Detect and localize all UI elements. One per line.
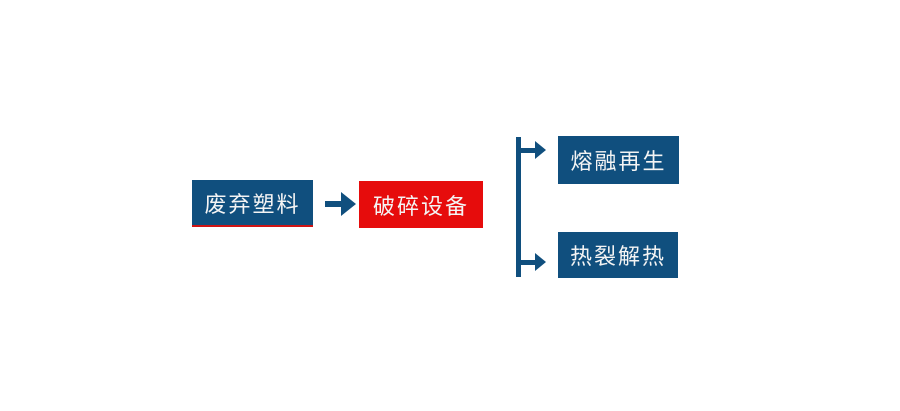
node-waste-plastic-label: 废弃塑料: [204, 191, 301, 217]
node-melt-regeneration: 熔融再生: [558, 136, 679, 184]
arrow-right-icon: [341, 192, 356, 216]
branch-arrow-top-icon: [535, 141, 546, 159]
branch-arrow-bottom-icon: [535, 253, 546, 271]
node-waste-plastic: 废弃塑料: [192, 180, 313, 227]
node-pyrolysis-heat: 热裂解热: [558, 232, 678, 278]
node-crushing-equipment-label: 破碎设备: [372, 193, 469, 219]
arrow-right-icon: [325, 201, 343, 207]
branch-connector-line: [516, 137, 521, 277]
node-pyrolysis-heat-label: 热裂解热: [569, 244, 666, 269]
node-melt-regeneration-label: 熔融再生: [570, 149, 667, 174]
branch-arrow-bottom-icon: [521, 260, 537, 265]
node-crushing-equipment: 破碎设备: [359, 181, 483, 228]
branch-arrow-top-icon: [521, 148, 537, 153]
